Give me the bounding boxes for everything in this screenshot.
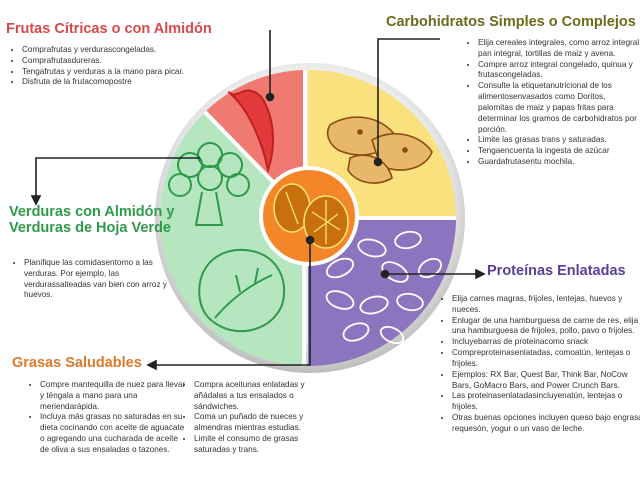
list-item: Elija carnes magras, frijoles, lentejas,… [452, 294, 640, 316]
list-item: Limite las grasas trans y saturadas. [478, 135, 640, 146]
veg-section-title: Verduras con Almidón y Verduras de Hoja … [9, 204, 175, 236]
broccoli-icon [168, 142, 250, 226]
list-item: Otras buenas opciones incluyen queso baj… [452, 413, 640, 435]
walnut-icon [259, 166, 359, 266]
list-item: Comprafrutas y verdurascongeladas. [22, 45, 202, 56]
list-item: Compra aceitunas enlatadas y añádalas a … [194, 380, 334, 412]
list-item: Disfruta de la frutacomopostre [22, 77, 202, 88]
fat-tips-list-col2: Compra aceitunas enlatadas y añádalas a … [182, 380, 334, 456]
list-item: Planifique las comidasentorno a las verd… [24, 258, 182, 301]
prot-tips-list: Elija carnes magras, frijoles, lentejas,… [440, 294, 640, 435]
lettuce-icon [198, 248, 286, 333]
list-item: Enlugar de una hamburguesa de carne de r… [452, 316, 640, 338]
prot-section-title: Proteínas Enlatadas [487, 263, 626, 279]
fruit-section-title: Frutas Cítricas o con Almidón [6, 21, 212, 37]
banana-icon [227, 89, 274, 174]
veg-tips-list: Planifique las comidasentorno a las verd… [12, 258, 182, 301]
list-item: Limite el consumo de grasas saturadas y … [194, 434, 334, 456]
list-item: Tengafrutas y verduras a la mano para pi… [22, 67, 202, 78]
fruit-tips-list: Comprafrutas y verdurascongeladas. Compr… [10, 45, 202, 88]
carb-tips-list: Elija cereales integrales, como arroz in… [466, 38, 640, 168]
list-item: Guardafrutasentu mochila. [478, 157, 640, 168]
list-item: Comprafrutasdureras. [22, 56, 202, 67]
list-item: Incluya más grasas no saturadas en su di… [40, 412, 186, 455]
list-item: Compreproteinasenlatadas, comoatún, lent… [452, 348, 640, 370]
fat-section-title: Grasas Saludables [12, 355, 142, 371]
list-item: Consulte la etiquetanutricional de los a… [478, 81, 640, 135]
connector-lines [30, 30, 486, 371]
list-item: Las proteinasenlatadasincluyenatún, lent… [452, 391, 640, 413]
list-item: Compre arroz integral congelado, quinua … [478, 60, 640, 82]
list-item: Elija cereales integrales, como arroz in… [478, 38, 640, 60]
list-item: Incluyebarras de proteinacomo snack [452, 337, 640, 348]
list-item: Coma un puñado de nueces y almendras mie… [194, 412, 334, 434]
carb-section-title: Carbohidratos Simples o Complejos [386, 14, 636, 30]
list-item: Ejemplos: RX Bar, Quest Bar, Think Bar, … [452, 370, 640, 392]
fat-tips-list-col1: Compre mantequilla de nuez para llevar y… [28, 380, 186, 456]
list-item: Compre mantequilla de nuez para llevar y… [40, 380, 186, 412]
list-item: Tengaencuenta la ingesta de azúcar [478, 146, 640, 157]
